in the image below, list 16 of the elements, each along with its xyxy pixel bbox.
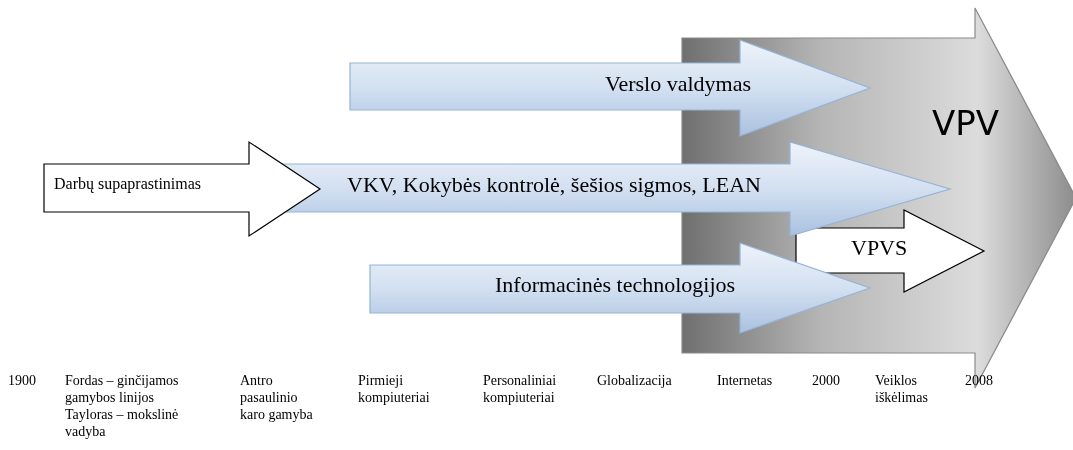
timeline-label: 1900: [8, 372, 36, 389]
band-label: VPV: [932, 106, 1000, 140]
timeline-label: Internetas: [717, 372, 773, 389]
band-label: Darbų supaprastinimas: [54, 176, 202, 192]
band-label: Verslo valdymas: [605, 73, 752, 95]
timeline-label: Antro pasaulinio karo gamyba: [240, 372, 314, 423]
timeline-label: Personaliniai kompiuteriai: [483, 372, 558, 406]
timeline-label: 2000: [812, 372, 840, 389]
timeline-label: 2008: [965, 372, 993, 389]
timeline-label: Fordas – ginčijamos gamybos linijos Tayloras – mokslinė vadyba: [65, 372, 180, 440]
timeline-label: Pirmieji kompiuteriai: [358, 372, 431, 406]
band-label: Informacinės technologijos: [495, 274, 736, 296]
band-label: VKV, Kokybės kontrolė, šešios sigmos, LEAN: [347, 174, 761, 196]
timeline-label: Globalizacija: [597, 372, 672, 389]
timeline-label: Veiklos iškėlimas: [875, 372, 929, 406]
band-label: VPVS: [851, 237, 908, 259]
